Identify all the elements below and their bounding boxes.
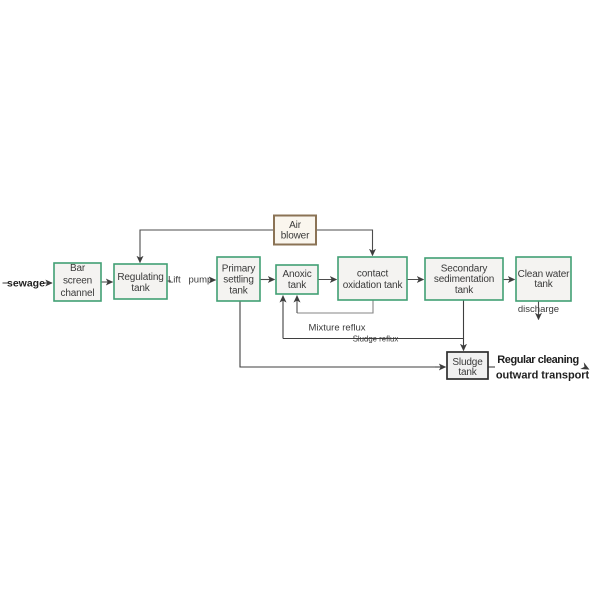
svg-text:Lift: Lift xyxy=(168,274,181,285)
svg-text:tank: tank xyxy=(131,283,150,294)
svg-text:contact: contact xyxy=(357,269,389,280)
svg-text:tank: tank xyxy=(455,285,474,296)
svg-text:tank: tank xyxy=(229,286,248,297)
svg-text:Regulating: Regulating xyxy=(117,272,163,283)
svg-text:screen: screen xyxy=(63,276,92,287)
svg-text:sewage: sewage xyxy=(7,278,45,290)
svg-text:outward transport: outward transport xyxy=(496,370,590,382)
svg-text:sedimentation: sedimentation xyxy=(434,274,494,285)
svg-text:Bar: Bar xyxy=(70,263,86,274)
svg-text:channel: channel xyxy=(61,288,95,299)
svg-text:Secondary: Secondary xyxy=(441,263,488,274)
svg-text:oxidation tank: oxidation tank xyxy=(343,280,404,291)
svg-text:Mixture reflux: Mixture reflux xyxy=(308,322,365,333)
svg-text:Primary: Primary xyxy=(222,264,256,275)
svg-text:Sludge: Sludge xyxy=(452,357,483,368)
svg-text:tank: tank xyxy=(288,280,307,291)
svg-text:tank: tank xyxy=(534,279,553,290)
svg-text:discharge: discharge xyxy=(518,304,559,315)
svg-text:tank: tank xyxy=(458,367,477,378)
svg-text:pump: pump xyxy=(189,274,213,285)
svg-text:settling: settling xyxy=(223,275,254,286)
svg-text:Anoxic: Anoxic xyxy=(282,269,311,280)
svg-text:Sludge reflux: Sludge reflux xyxy=(353,334,399,343)
svg-text:Clean water: Clean water xyxy=(518,269,571,280)
svg-text:Regular cleaning: Regular cleaning xyxy=(497,354,578,366)
svg-text:Air: Air xyxy=(289,220,302,231)
svg-text:blower: blower xyxy=(281,230,310,241)
